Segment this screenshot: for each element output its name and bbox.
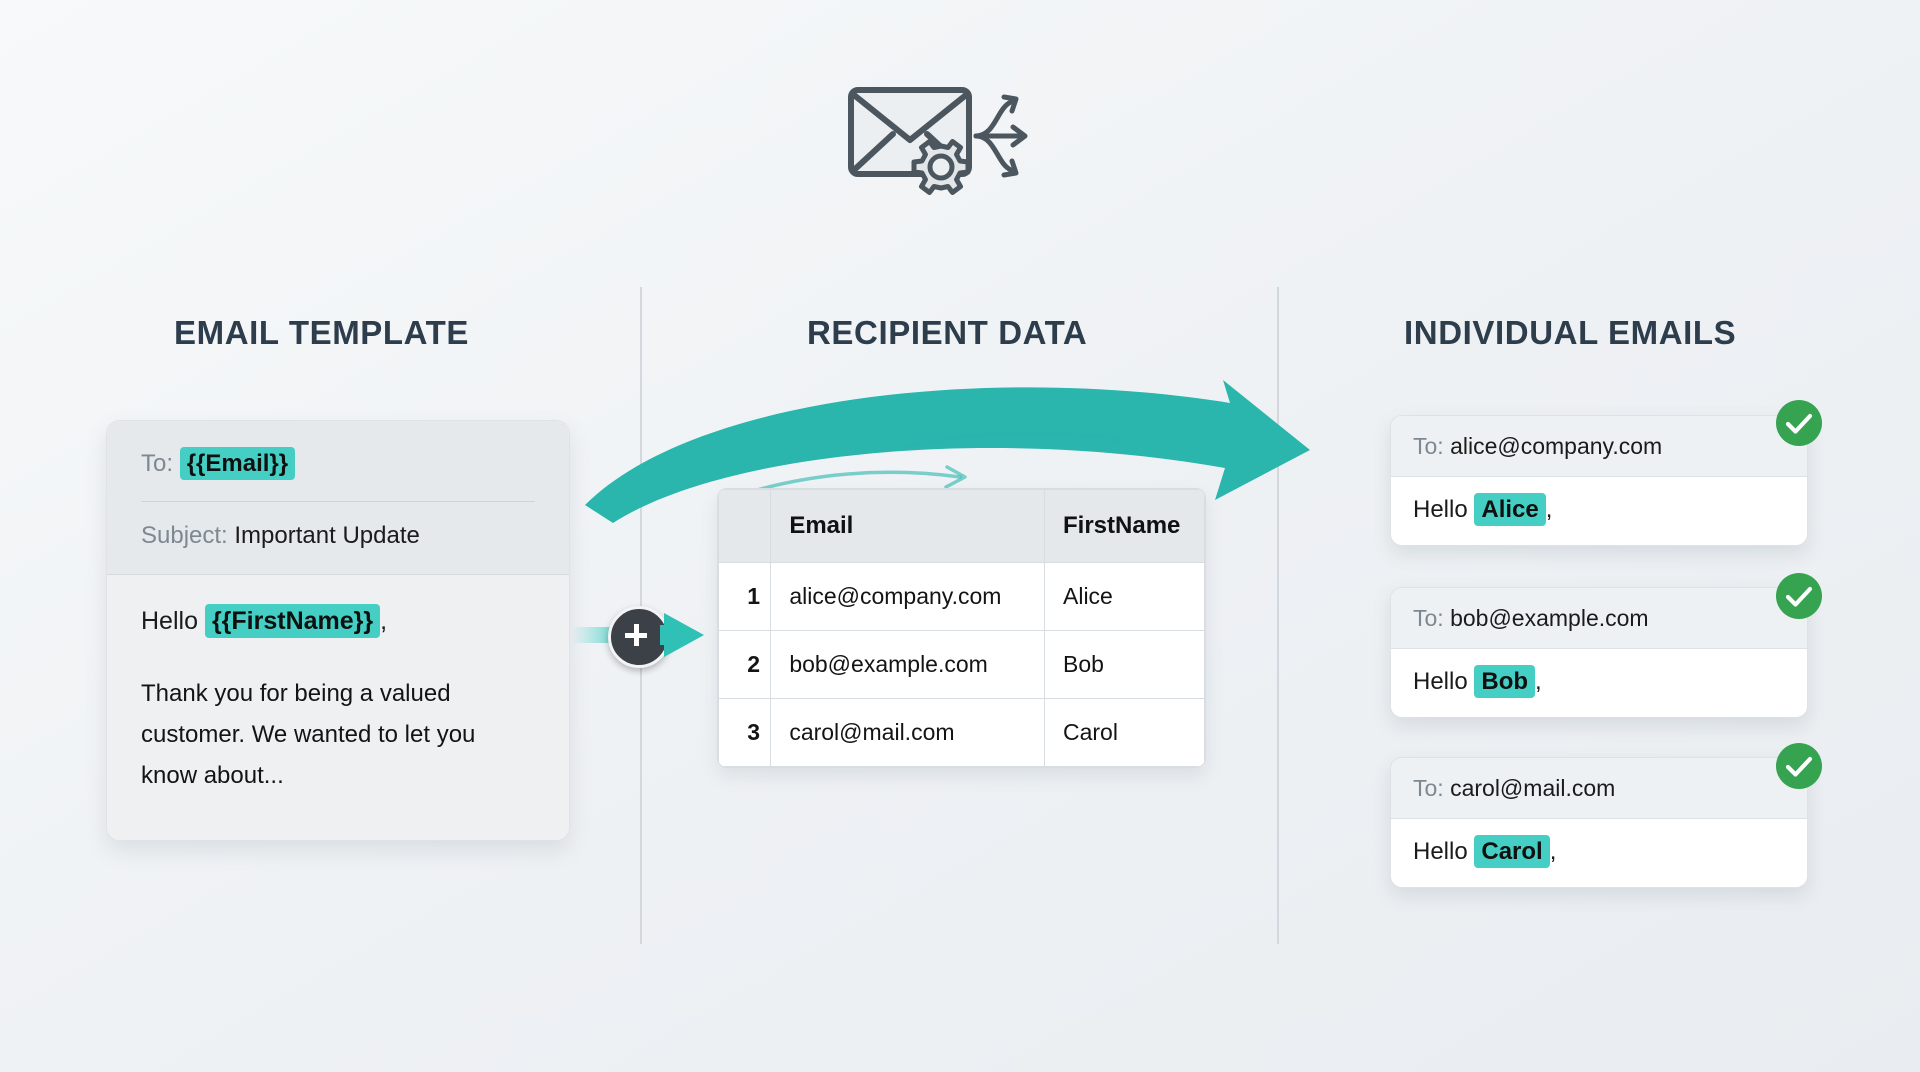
output-merged-name: Bob [1474, 665, 1536, 698]
output-to-value: alice@company.com [1450, 433, 1663, 459]
envelope-gear-distribute-icon [845, 78, 1060, 198]
output-greeting-suffix: , [1549, 838, 1557, 865]
sent-check-icon [1776, 573, 1822, 619]
output-greeting-prefix: Hello [1413, 838, 1468, 865]
row-index: 3 [718, 698, 772, 767]
output-email-card[interactable]: To: bob@example.com Hello Bob, [1390, 587, 1808, 718]
template-greeting-suffix: , [380, 607, 388, 635]
row-firstname: Alice [1044, 562, 1205, 631]
table-header-firstname: FirstName [1044, 489, 1205, 563]
row-index: 2 [718, 630, 772, 699]
merge-flow-arrow-icon [585, 380, 1310, 523]
template-subject-value: Important Update [234, 522, 420, 549]
template-greeting-prefix: Hello [141, 607, 198, 635]
template-to-row: To: {{Email}} [141, 447, 535, 481]
sent-check-icon [1776, 400, 1822, 446]
output-to-label: To: [1413, 605, 1444, 631]
output-to-value: carol@mail.com [1450, 775, 1616, 801]
output-to-label: To: [1413, 433, 1444, 459]
recipient-data-table[interactable]: Email FirstName 1 alice@company.com Alic… [717, 488, 1206, 768]
sent-check-icon [1776, 743, 1822, 789]
output-email-card[interactable]: To: carol@mail.com Hello Carol, [1390, 757, 1808, 888]
template-subject-label: Subject: [141, 522, 228, 549]
output-to-label: To: [1413, 775, 1444, 801]
output-to-value: bob@example.com [1450, 605, 1649, 631]
output-email-card[interactable]: To: alice@company.com Hello Alice, [1390, 415, 1808, 546]
output-greeting-prefix: Hello [1413, 496, 1468, 523]
table-header-email: Email [770, 489, 1045, 563]
arrow-right-icon [660, 613, 704, 657]
output-email-header: To: bob@example.com [1391, 588, 1807, 649]
template-body-text: Thank you for being a valued customer. W… [141, 680, 476, 789]
table-header-index [718, 489, 772, 563]
section-title-individual-emails: INDIVIDUAL EMAILS [1404, 314, 1737, 351]
row-email: carol@mail.com [770, 698, 1045, 767]
output-email-body: Hello Carol, [1391, 819, 1807, 887]
template-to-label: To: [141, 450, 174, 477]
section-title-recipient-data: RECIPIENT DATA [807, 314, 1088, 351]
template-subject-row: Subject: Important Update [141, 520, 535, 552]
output-email-body: Hello Bob, [1391, 649, 1807, 717]
row-email: bob@example.com [770, 630, 1045, 699]
table-row[interactable]: 3 carol@mail.com Carol [718, 698, 1205, 767]
output-merged-name: Alice [1474, 493, 1546, 526]
column-divider-right [1277, 287, 1279, 944]
output-greeting-suffix: , [1535, 668, 1542, 695]
email-template-card: To: {{Email}} Subject: Important Update … [106, 420, 570, 841]
row-firstname: Carol [1044, 698, 1205, 767]
template-header: To: {{Email}} Subject: Important Update [107, 421, 569, 574]
output-email-body: Hello Alice, [1391, 477, 1807, 545]
row-email: alice@company.com [770, 562, 1045, 631]
output-greeting-prefix: Hello [1413, 668, 1468, 695]
template-divider [141, 501, 535, 502]
section-title-email-template: EMAIL TEMPLATE [174, 314, 470, 351]
output-email-header: To: carol@mail.com [1391, 758, 1807, 819]
table-row[interactable]: 1 alice@company.com Alice [718, 562, 1205, 631]
plus-icon [608, 606, 670, 668]
table-header-row: Email FirstName [718, 489, 1205, 563]
output-greeting-suffix: , [1545, 496, 1553, 523]
template-greeting: Hello {{FirstName}}, [141, 603, 535, 639]
template-email-token: {{Email}} [179, 447, 296, 480]
table-row[interactable]: 2 bob@example.com Bob [718, 630, 1205, 699]
output-email-header: To: alice@company.com [1391, 416, 1807, 477]
merge-connector [572, 605, 704, 668]
template-firstname-token: {{FirstName}} [204, 604, 381, 638]
row-firstname: Bob [1044, 630, 1205, 699]
row-index: 1 [718, 562, 772, 631]
output-merged-name: Carol [1474, 835, 1550, 868]
template-body: Hello {{FirstName}}, Thank you for being… [107, 574, 569, 840]
